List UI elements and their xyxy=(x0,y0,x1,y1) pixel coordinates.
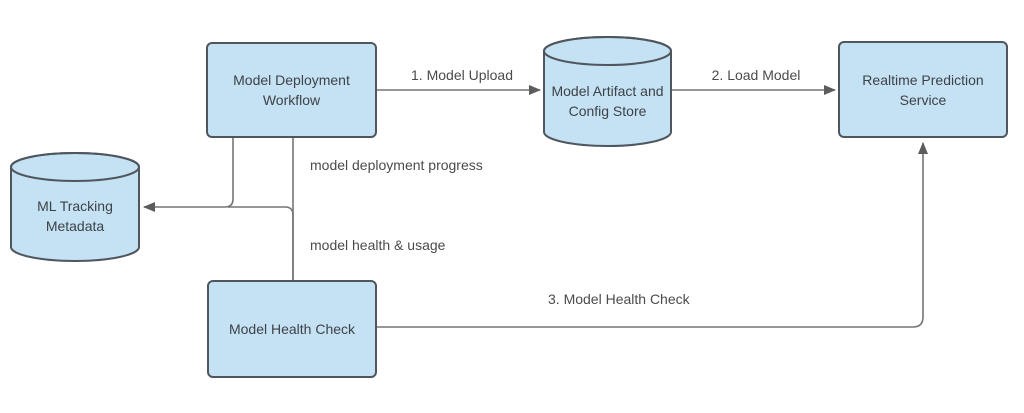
cylinder-shape-icon xyxy=(543,36,672,147)
node-label-realtime-prediction-service: Realtime Prediction Service xyxy=(862,71,984,108)
edge-label-load-model: 2. Load Model xyxy=(711,67,801,83)
node-ml-tracking-metadata: ML Tracking Metadata xyxy=(10,152,140,262)
edge-label-model-upload: 1. Model Upload xyxy=(411,67,513,83)
edge-deployment-progress xyxy=(143,138,234,212)
node-label-model-deployment-workflow: Model Deployment Workflow xyxy=(233,72,350,108)
node-realtime-prediction-service: Realtime Prediction Service xyxy=(838,41,1008,138)
edge-label-health-usage: model health & usage xyxy=(310,237,446,253)
cylinder-shape-icon xyxy=(10,152,140,262)
edge-label-deployment-progress: model deployment progress xyxy=(310,157,483,173)
node-model-deployment-workflow: Model Deployment Workflow xyxy=(206,42,377,138)
node-model-health-check: Model Health Check xyxy=(207,280,377,378)
node-label-model-health-check: Model Health Check xyxy=(228,321,356,337)
edge-label-health-check-step: 3. Model Health Check xyxy=(548,291,690,307)
edge-health-check xyxy=(377,142,928,328)
node-model-artifact-config-store: Model Artifact and Config Store xyxy=(543,36,672,147)
node-label-ml-tracking-metadata: ML Tracking Metadata xyxy=(37,198,113,234)
node-label-model-artifact-config-store: Model Artifact and Config Store xyxy=(551,82,664,119)
edge-health-usage xyxy=(228,206,294,280)
